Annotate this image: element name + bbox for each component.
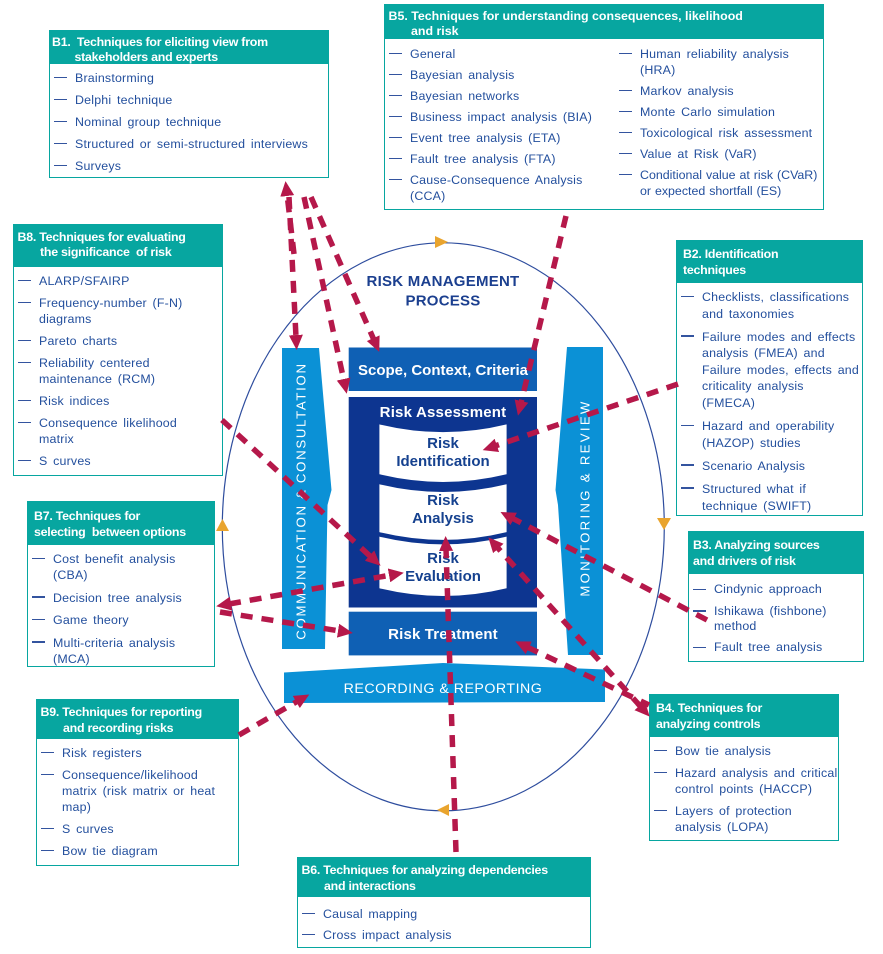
svg-text:Risk: Risk — [427, 435, 459, 452]
svg-text:Risk: Risk — [427, 492, 459, 509]
svg-text:Evaluation: Evaluation — [405, 568, 481, 585]
svg-text:Identification: Identification — [396, 453, 489, 470]
svg-text:Risk Assessment: Risk Assessment — [380, 404, 507, 421]
svg-text:PROCESS: PROCESS — [405, 293, 480, 310]
svg-text:RISK MANAGEMENT: RISK MANAGEMENT — [367, 273, 520, 290]
svg-text:MONITORING & REVIEW: MONITORING & REVIEW — [578, 399, 593, 596]
svg-text:Risk Treatment: Risk Treatment — [388, 626, 498, 643]
svg-text:Scope, Context, Criteria: Scope, Context, Criteria — [358, 362, 529, 379]
svg-text:RECORDING & REPORTING: RECORDING & REPORTING — [344, 681, 543, 697]
svg-text:Risk: Risk — [427, 550, 459, 567]
svg-text:Analysis: Analysis — [412, 510, 474, 527]
svg-text:COMMUNICATION & CONSULTATION: COMMUNICATION & CONSULTATION — [294, 362, 309, 639]
